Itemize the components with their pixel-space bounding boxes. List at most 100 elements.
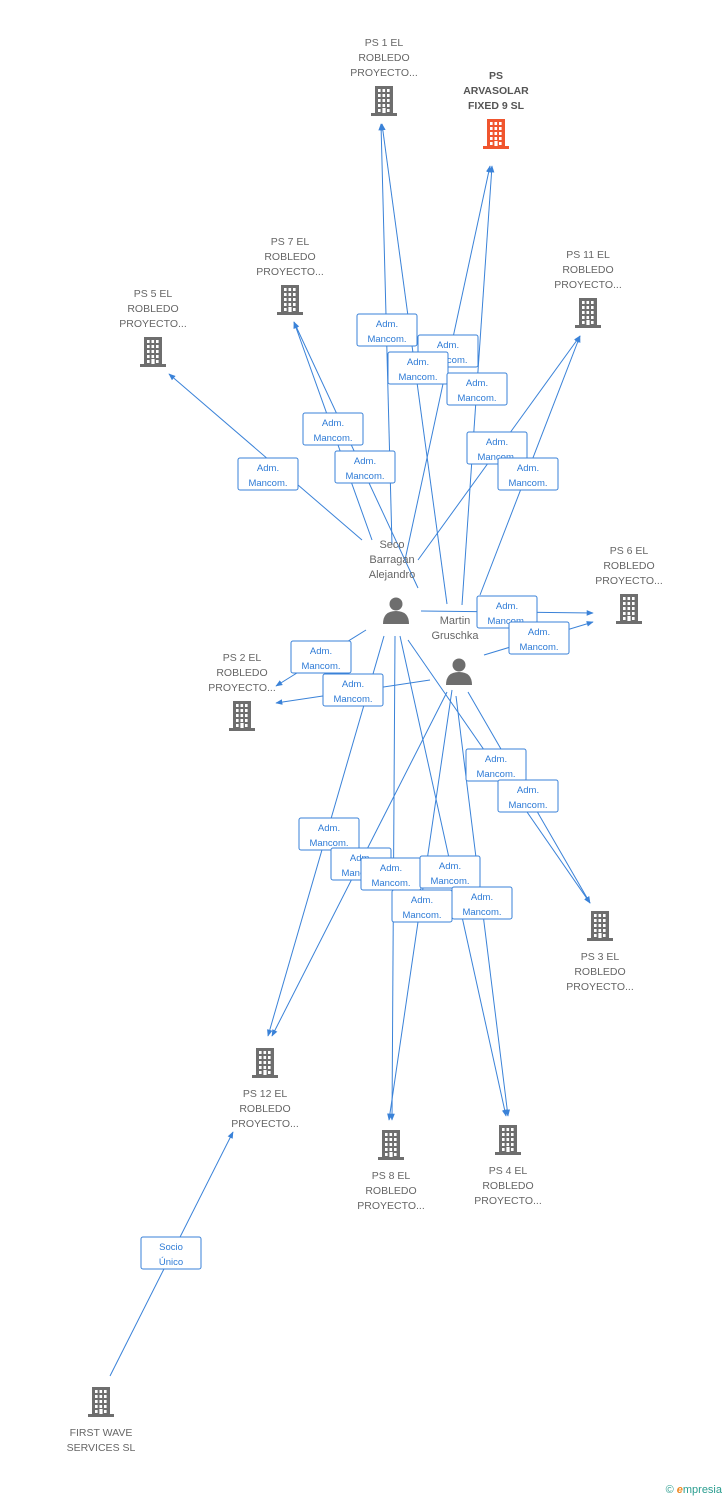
company-ps11-label-line: PS 11 EL [566, 249, 610, 261]
company-ps12-label-line: PROYECTO... [231, 1118, 299, 1130]
edge-label-line: Adm. [411, 895, 433, 906]
company-ps11-building-icon[interactable] [575, 298, 601, 328]
edge-label-line: Mancom. [367, 334, 406, 345]
edge-label-martin-to-ps11[interactable]: Adm. Mancom. [497, 457, 559, 491]
company-ps2-label-line: PROYECTO... [208, 682, 276, 694]
company-ps7-label-line: ROBLEDO [264, 251, 315, 263]
person-martin-icon[interactable] [446, 658, 472, 686]
edge-label-text: Adm. Mancom. [430, 861, 469, 887]
company-firstwave-label-line: FIRST WAVE [70, 1427, 133, 1439]
company-ps5-building-icon[interactable] [140, 337, 166, 367]
company-ps4-building-icon[interactable] [495, 1125, 521, 1155]
edge-label-martin-to-ps2[interactable]: Adm.Mancom. [322, 673, 384, 707]
edge-label-line: Adm. [354, 456, 376, 467]
edge-label-text: Adm. Mancom. [248, 463, 287, 489]
edge-label-martin-to-ps4[interactable]: Adm.Mancom. [451, 886, 513, 920]
person-seco-label-line: Seco [379, 539, 404, 551]
edge-label-box [465, 748, 527, 782]
edge-label-box [237, 457, 299, 491]
edge-label-seco-to-ps4[interactable]: Adm. Mancom. [419, 855, 481, 889]
company-arvasolar-label-line: PS [489, 70, 503, 82]
edge-label-line: Mancom. [333, 694, 372, 705]
company-ps7-building-icon[interactable] [277, 285, 303, 315]
edge-label-box [322, 673, 384, 707]
company-ps2-building-icon[interactable] [229, 701, 255, 731]
edge-label-line: Mancom. [248, 478, 287, 489]
edge-label-text: Adm. Mancom. [345, 456, 384, 482]
company-ps2-label-line: ROBLEDO [216, 667, 267, 679]
edge-label-seco-to-ps11[interactable]: Adm.Mancom. [466, 431, 528, 465]
edge-label-martin-to-arvasolar[interactable]: Adm.Mancom. [446, 372, 508, 406]
company-ps1-building-icon[interactable] [371, 86, 397, 116]
edge-label-martin-to-ps8[interactable]: Adm.Mancom. [391, 889, 453, 923]
company-ps6-building-icon[interactable] [616, 594, 642, 624]
edge-label-martin-to-ps7[interactable]: Adm. Mancom. [334, 450, 396, 484]
company-firstwave-building-icon[interactable] [88, 1387, 114, 1417]
company-ps8-building-icon[interactable] [378, 1130, 404, 1160]
person-seco-label-line: Barragan [369, 554, 414, 566]
edge-label-line: Mancom. [508, 478, 547, 489]
edge-label-box [302, 412, 364, 446]
edge-label-line: Adm. [257, 463, 279, 474]
company-arvasolar-label-line: FIXED 9 SL [468, 100, 525, 112]
edge-label-line: Adm. [318, 823, 340, 834]
edge-label-martin-to-ps6[interactable]: Adm.Mancom. [508, 621, 570, 655]
edge-label-line: Adm. [517, 463, 539, 474]
edge-label-box [508, 621, 570, 655]
edge-label-line: Mancom. [313, 433, 352, 444]
edge-label-seco-to-ps3[interactable]: Adm.Mancom. [465, 748, 527, 782]
brand-name: mpresia [682, 1484, 722, 1496]
edge-label-seco-to-ps12[interactable]: Adm. Mancom. [298, 817, 360, 851]
edge-label-martin-to-ps3[interactable]: Adm. Mancom. [497, 779, 559, 813]
company-arvasolar-building-icon[interactable] [483, 119, 509, 149]
edge-label-text: Adm.Mancom. [519, 627, 558, 653]
edge-label-line: Adm. [439, 861, 461, 872]
edge-label-line: Adm. [486, 437, 508, 448]
edge-label-seco-to-ps8[interactable]: Adm.Mancom. [360, 857, 422, 891]
edge-label-seco-to-ps7[interactable]: Adm. Mancom. [302, 412, 364, 446]
edge-label-line: Mancom. [345, 471, 384, 482]
edge-label-text: Adm.Mancom. [371, 863, 410, 889]
edge-label-seco-to-ps6[interactable]: Adm.Mancom. [476, 595, 538, 629]
edge-label-box [497, 779, 559, 813]
edge-label-line: Adm. [322, 418, 344, 429]
edge-label-text: Adm. Mancom. [313, 418, 352, 444]
company-ps3-label-line: PS 3 EL [581, 951, 620, 963]
edge-label-box [419, 855, 481, 889]
company-ps1-label-line: ROBLEDO [358, 52, 409, 64]
edge-label-line: Adm. [517, 785, 539, 796]
edge-label-line: Mancom. [462, 907, 501, 918]
company-ps5-label-line: PS 5 EL [134, 288, 173, 300]
company-ps6-label-line: ROBLEDO [603, 560, 654, 572]
company-ps11-label-line: ROBLEDO [562, 264, 613, 276]
edge-label-seco-to-ps5[interactable]: Adm. Mancom. [237, 457, 299, 491]
edge-label-box [387, 351, 449, 385]
company-ps7-label-line: PS 7 EL [271, 236, 310, 248]
edge-label-seco-to-arvasolar[interactable]: Adm.Mancom. [387, 351, 449, 385]
edge-label-line: Adm. [376, 319, 398, 330]
edge-label-line: Mancom. [309, 838, 348, 849]
edge-label-seco-to-ps2[interactable]: Adm.Mancom. [290, 640, 352, 674]
credit: © empresia [666, 1484, 722, 1496]
edge-label-line: Mancom. [476, 769, 515, 780]
edge-label-line: Mancom. [430, 876, 469, 887]
company-ps12-building-icon[interactable] [252, 1048, 278, 1078]
person-seco-icon[interactable] [383, 597, 409, 625]
edge-label-text: Adm. Mancom. [367, 319, 406, 345]
edge-label-line: Socio [159, 1242, 183, 1253]
edge-label-line: Mancom. [519, 642, 558, 653]
edge-label-seco-to-ps1[interactable]: Adm. Mancom. [356, 313, 418, 347]
edge-label-line: Mancom. [508, 800, 547, 811]
edge-label-line: Adm. [437, 340, 459, 351]
edge-label-line: Adm. [466, 378, 488, 389]
copyright-symbol: © [665, 1484, 674, 1496]
company-ps8-label-line: ROBLEDO [365, 1185, 416, 1197]
company-ps3-building-icon[interactable] [587, 911, 613, 941]
